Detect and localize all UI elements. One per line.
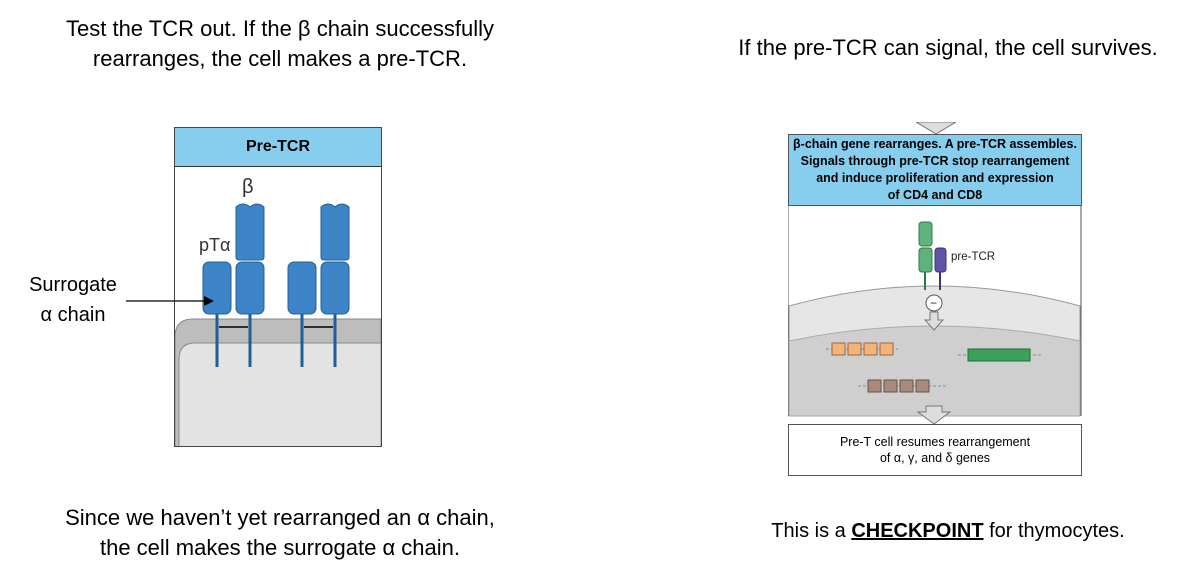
right-top-caption: If the pre-TCR can signal, the cell surv… [738,35,1158,60]
nucleus [788,325,1081,417]
left-bottom-caption: Since we haven’t yet rearranged an α cha… [15,503,545,563]
pre-tcr-label: pre-TCR [951,251,995,263]
left-bottom-caption-line2: the cell makes the surrogate α chain. [99,535,460,560]
beta-chain-top-1 [235,203,265,261]
pta-label: pTα [199,235,230,255]
checkpoint-post-text: for thymocytes. [983,520,1125,542]
header-line4: of CD4 and CD8 [887,188,983,202]
header-line2: Signals through pre-TCR stop rearrangeme… [800,154,1070,168]
beta-chain-top [918,221,933,247]
pta-chain-2 [287,261,317,315]
checkpoint-word: CHECKPOINT [851,520,984,542]
checkpoint-header-box: β-chain gene rearranges. A pre-TCR assem… [788,134,1082,206]
left-bottom-caption-line1: Since we haven’t yet rearranged an α cha… [65,505,495,530]
left-top-caption-line2: rearranges, the cell makes a pre-TCR. [92,46,468,71]
checkpoint-illustration: pre-TCR − [788,206,1082,425]
beta-label: β [242,176,254,198]
left-top-caption: Test the TCR out. If the β chain success… [20,14,540,74]
beta-chain-top-2 [320,203,350,261]
gamma-delta-gene-segments [858,379,948,393]
down-arrow [916,405,952,425]
beta-chain-bottom-1 [235,261,265,315]
header-line1: β-chain gene rearranges. A pre-TCR assem… [793,137,1077,151]
checkpoint-diagram: β-chain gene rearranges. A pre-TCR assem… [788,122,1082,476]
pre-tcr-panel-title: Pre-TCR [175,128,381,167]
checkpoint-pre-text: This is a [771,520,852,542]
beta-chain-bottom [918,247,933,273]
pre-tcr-receptor [918,221,947,290]
pre-tcr-diagram: Pre-TCR β pTα [174,127,382,447]
rearranged-beta-gene [958,348,1043,362]
pre-tcr-title-text: Pre-TCR [245,138,310,155]
surrogate-label-line1: Surrogate [29,274,117,296]
pta-chain [934,247,947,273]
cell-cytoplasm [175,338,381,446]
result-line1: Pre-T cell resumes rearrangement [839,435,1031,449]
beta-chain-bottom-2 [320,261,350,315]
result-box: Pre-T cell resumes rearrangement of α, γ… [788,424,1082,476]
inhibit-symbol: − [930,296,937,310]
signal-arrow [923,311,945,331]
alpha-gene-segments [826,342,898,356]
receptor-2 [287,203,350,367]
header-line3: and induce proliferation and expression [816,171,1054,185]
surrogate-arrow [126,296,214,306]
top-arrow [916,122,956,135]
inhibit-circle [925,294,943,312]
result-line2: of α, γ, and δ genes [879,451,991,465]
left-top-caption-line1: Test the TCR out. If the β chain success… [66,16,494,41]
cell-membrane [175,318,381,446]
surrogate-alpha-label: Surrogate α chain [18,270,128,330]
surrogate-label-line2: α chain [40,304,106,326]
checkpoint-caption: This is a CHECKPOINT for thymocytes. [700,516,1196,546]
